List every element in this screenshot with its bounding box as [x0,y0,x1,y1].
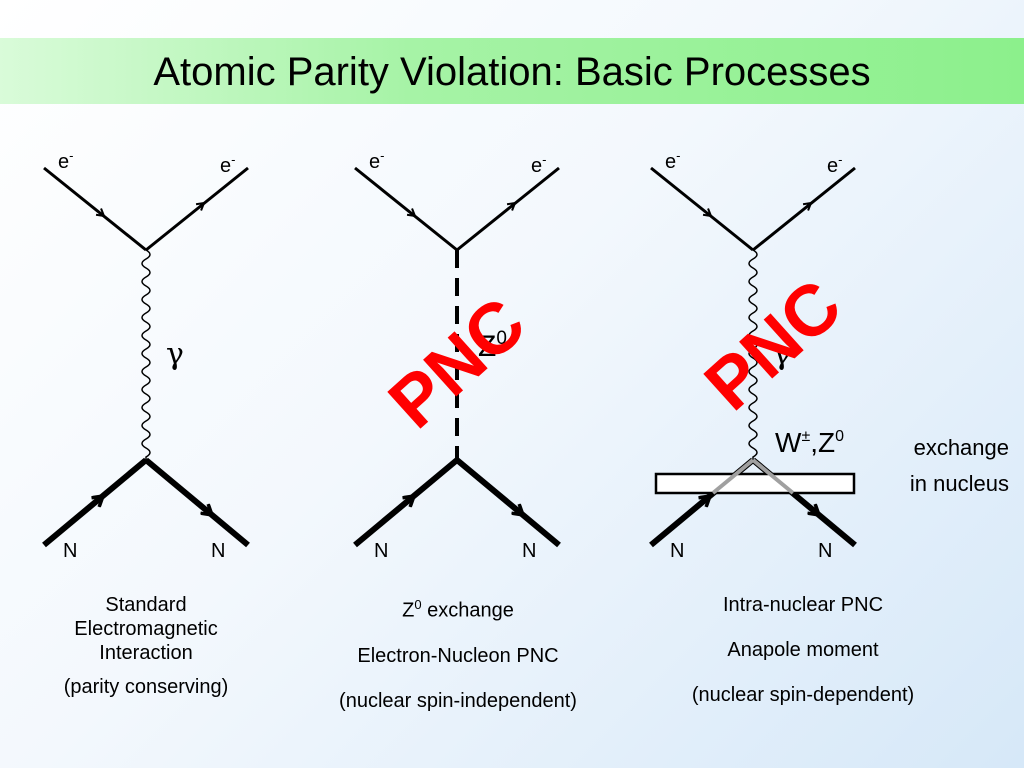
label-in-nucleus: in nucleus [910,471,1009,496]
caption-line: (nuclear spin-dependent) [691,684,915,706]
label-electron-out: e- [827,152,842,177]
incoming-nucleon-line [353,457,459,548]
title-bar [0,38,1024,104]
caption-line: Intra-nuclear PNC [722,594,884,616]
label-electron-in: e- [369,148,384,173]
incoming-electron-line [354,166,458,252]
label-nucleon-in: N [63,540,77,562]
caption-line: (nuclear spin-independent) [339,689,577,712]
caption-line: Electron-Nucleon PNC [357,644,559,667]
label-photon: γ [773,337,791,372]
label-nucleon-out: N [211,540,225,562]
label-electron-in: e- [665,148,680,173]
label-exchange: exchange [914,435,1009,460]
caption-line: Electromagnetic [74,618,218,640]
diagram-photon-exchange: e- e- γ N N [42,148,250,562]
label-nucleon-in: N [670,540,684,562]
label-nucleon-out: N [522,540,536,562]
incoming-electron-line [650,166,754,252]
caption-line: Z0 exchange [402,597,514,622]
caption-line: (parity conserving) [63,676,229,698]
nucleus-box [654,472,856,495]
outgoing-nucleon-line [144,457,250,548]
caption-line: Anapole moment [727,639,879,661]
photon-propagator [141,249,151,460]
incoming-electron-line [43,166,147,252]
label-electron-out: e- [220,152,235,177]
caption-intra-nuclear: Intra-nuclear PNC Anapole moment (nuclea… [643,593,963,707]
outgoing-nucleon-line [455,457,561,548]
diagram-intra-nuclear: e- e- γ N N W±,Z0 exchange in nucleus PN… [649,148,1009,562]
label-nucleon-in: N [374,540,388,562]
label-nucleon-out: N [818,540,832,562]
caption-line: Standard [105,594,187,616]
pnc-stamp: PNC [690,265,857,426]
label-electron-out: e- [531,152,546,177]
slide-title: Atomic Parity Violation: Basic Processes [153,50,871,94]
outgoing-electron-line [456,166,560,252]
outgoing-electron-line [145,166,249,252]
caption-z-exchange: Z0 exchange Electron-Nucleon PNC (nuclea… [298,593,618,713]
caption-line: Interaction [99,642,193,664]
diagram-z-exchange: e- e- Z0 N N PNC [353,148,561,562]
label-w-z-bosons: W±,Z0 [775,427,844,458]
nucleus-link-right [751,458,795,495]
label-electron-in: e- [58,148,73,173]
caption-standard: Standard Electromagnetic Interaction (pa… [0,593,306,699]
photon-propagator [748,249,758,460]
nucleus-link-left [711,458,755,495]
label-z-boson: Z0 [478,328,507,363]
incoming-nucleon-line [42,457,148,548]
label-photon: γ [166,337,184,372]
outgoing-electron-line [752,166,856,252]
